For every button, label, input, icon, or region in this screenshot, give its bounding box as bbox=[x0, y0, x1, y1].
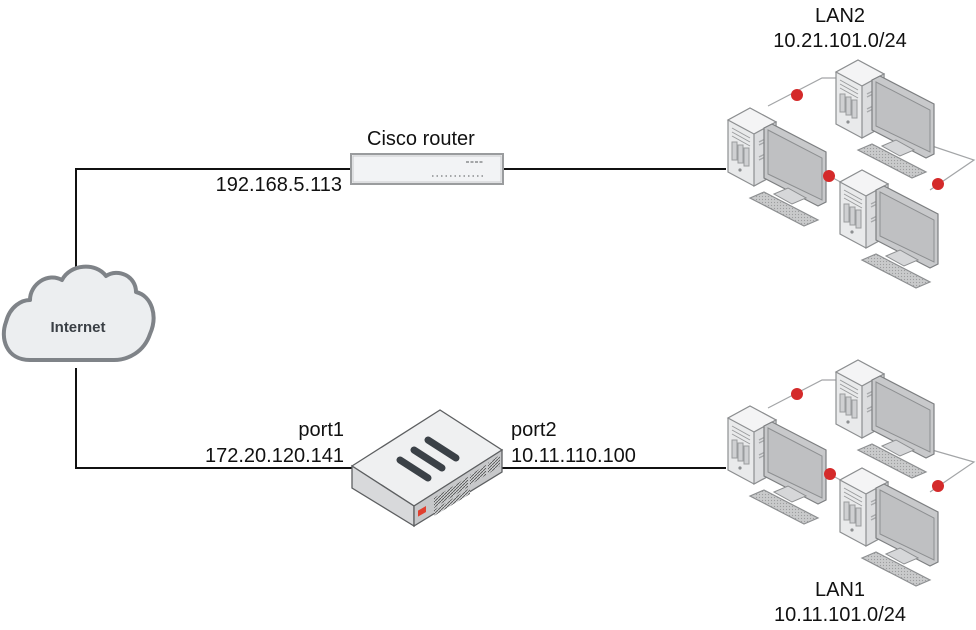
lan2-workstation-2[interactable] bbox=[835, 59, 935, 179]
firewall-appliance[interactable] bbox=[350, 409, 504, 528]
firewall-logo bbox=[418, 506, 426, 517]
lan1-workstation-1[interactable] bbox=[727, 405, 827, 525]
lan2-workstation-3[interactable] bbox=[839, 169, 939, 289]
cisco-router[interactable] bbox=[350, 153, 504, 185]
router-icon bbox=[350, 153, 504, 185]
internet-label: Internet bbox=[50, 319, 105, 336]
port2-ip-label: 10.11.110.100 bbox=[511, 445, 636, 467]
port1-name-label: port1 bbox=[298, 419, 344, 441]
lan2-subnet-label: 10.21.101.0/24 bbox=[773, 30, 907, 52]
link-internet-to-firewall-port1 bbox=[75, 368, 352, 469]
port2-name-label: port2 bbox=[511, 419, 557, 441]
cloud-icon bbox=[1, 264, 156, 362]
lan2-name-label: LAN2 bbox=[814, 5, 866, 27]
lan2-node-dot bbox=[791, 89, 803, 101]
lan1-name-label: LAN1 bbox=[814, 579, 866, 601]
firewall-appliance-icon bbox=[350, 409, 504, 528]
lan2-network[interactable] bbox=[727, 59, 976, 289]
lan2-workstation-1[interactable] bbox=[727, 107, 827, 227]
link-internet-to-router bbox=[75, 168, 350, 268]
router-name-label: Cisco router bbox=[367, 128, 475, 150]
lan1-subnet-label: 10.11.101.0/24 bbox=[774, 604, 906, 626]
lan1-node-dot bbox=[824, 468, 836, 480]
links bbox=[75, 168, 726, 469]
lan2-node-dot bbox=[823, 170, 835, 182]
router-ip-label: 192.168.5.113 bbox=[215, 174, 342, 196]
lan1-node-dot bbox=[791, 388, 803, 400]
lan1-node-dot bbox=[932, 480, 944, 492]
port1-ip-label: 172.20.120.141 bbox=[204, 445, 344, 467]
lan1-workstation-3[interactable] bbox=[839, 467, 939, 587]
lan1-workstation-2[interactable] bbox=[835, 359, 935, 479]
lan1-network[interactable] bbox=[727, 359, 976, 587]
lan2-node-dot bbox=[932, 178, 944, 190]
internet-cloud[interactable]: Internet bbox=[1, 264, 156, 362]
